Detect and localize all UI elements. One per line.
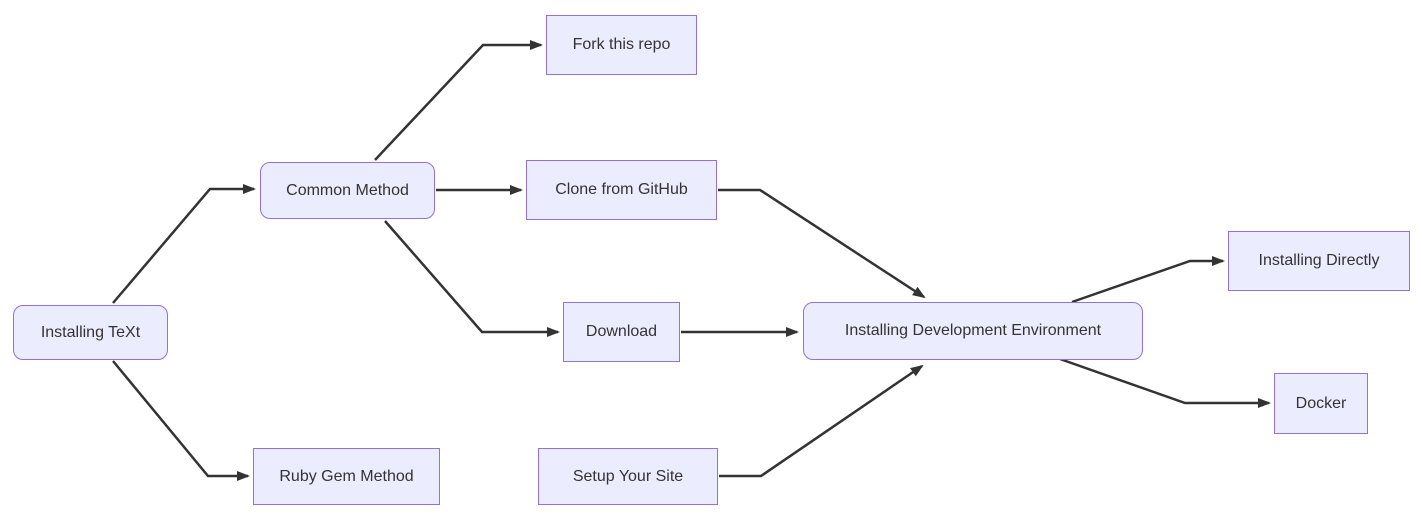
edge-common-method-to-download [384, 220, 560, 337]
node-label: Download [585, 323, 658, 341]
edge-installing-text-to-common-method [112, 184, 256, 304]
node-fork-this-repo: Fork this repo [546, 15, 697, 75]
node-download: Download [563, 302, 680, 362]
node-ruby-gem-method: Ruby Gem Method [253, 448, 440, 505]
node-clone-from-github: Clone from GitHub [526, 160, 717, 220]
node-setup-your-site: Setup Your Site [538, 448, 718, 505]
node-label: Common Method [286, 181, 409, 199]
node-label: Clone from GitHub [555, 181, 688, 199]
node-label: Installing Development Environment [844, 322, 1102, 340]
edge-installing-text-to-ruby-gem-method [112, 360, 250, 481]
node-label: Installing Directly [1258, 252, 1380, 270]
node-installing-dev-env: Installing Development Environment [803, 302, 1143, 360]
node-label: Ruby Gem Method [279, 467, 414, 485]
edge-setup-your-site-to-installing-dev-env [719, 364, 924, 478]
node-label: Installing TeXt [40, 323, 141, 341]
node-label: Fork this repo [572, 36, 671, 54]
edge-clone-from-github-to-installing-dev-env [718, 188, 926, 299]
node-label: Setup Your Site [572, 467, 684, 485]
node-installing-text: Installing TeXt [13, 305, 168, 360]
node-docker: Docker [1274, 373, 1368, 434]
edge-common-method-to-fork-this-repo [374, 40, 543, 161]
edge-installing-dev-env-to-installing-directly [1071, 256, 1225, 304]
node-installing-directly: Installing Directly [1228, 231, 1410, 291]
edge-installing-dev-env-to-docker [1059, 357, 1271, 408]
node-label: Docker [1295, 394, 1347, 412]
node-common-method: Common Method [260, 162, 435, 219]
